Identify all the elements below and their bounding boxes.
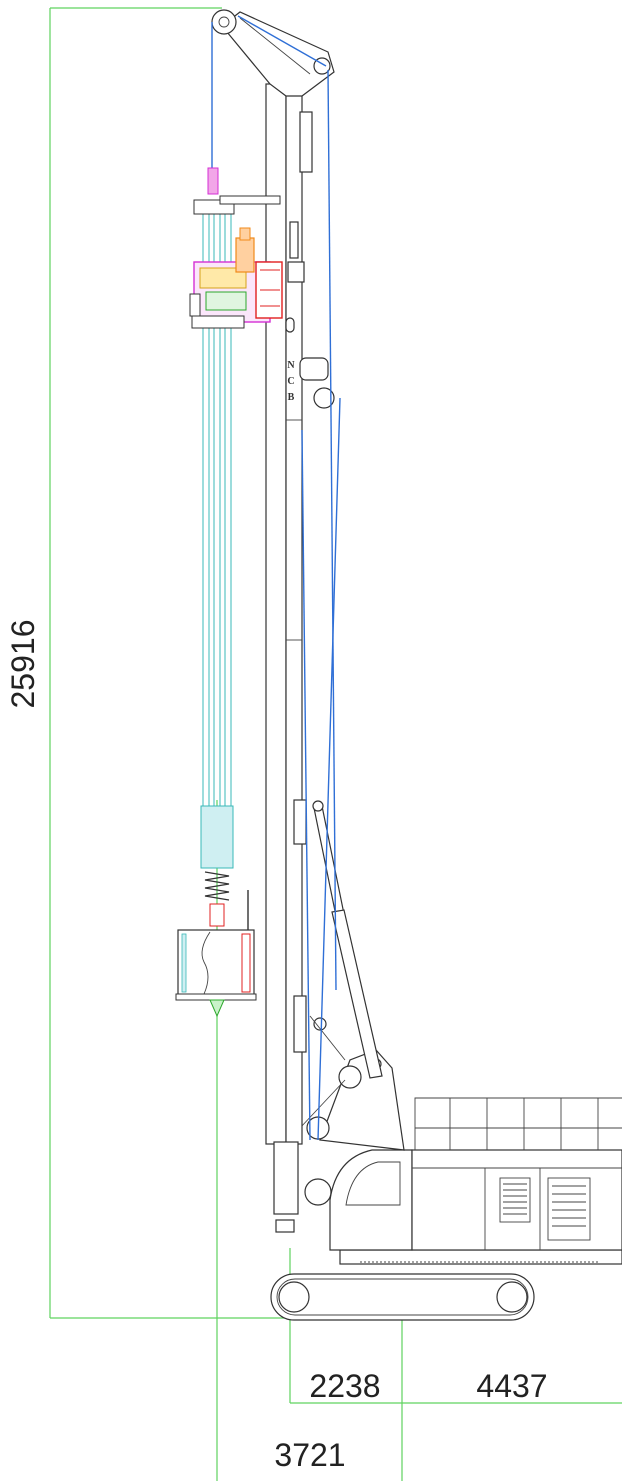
linkage-pin bbox=[338, 1065, 362, 1089]
working-radius-label: 3721 bbox=[274, 1437, 345, 1473]
hydraulic-block bbox=[205, 291, 247, 311]
pilot-bit bbox=[209, 999, 225, 1018]
vent-grille-left bbox=[499, 1177, 531, 1223]
cab-window bbox=[345, 1161, 401, 1206]
cathead-frame bbox=[221, 11, 335, 97]
luffing-pivot bbox=[304, 1178, 332, 1206]
mast: N C B bbox=[265, 83, 335, 1233]
aux-rope bbox=[327, 69, 337, 991]
front-offset-label: 2238 bbox=[309, 1368, 380, 1404]
kelly-guide-arm bbox=[219, 195, 281, 205]
gearbox bbox=[199, 267, 247, 289]
linkage-arm-upper bbox=[309, 1015, 346, 1061]
rotary-head bbox=[189, 227, 283, 329]
mast-head bbox=[211, 9, 335, 97]
cylinder-barrel bbox=[331, 909, 383, 1079]
crowd-sheave bbox=[313, 387, 335, 409]
mast-front-chord bbox=[265, 83, 287, 1145]
cylinder-rod bbox=[313, 805, 345, 917]
mast-bracket bbox=[293, 799, 307, 845]
kelly-box bbox=[200, 805, 234, 869]
total-height-label: 25916 bbox=[5, 620, 41, 709]
motor-cap bbox=[239, 227, 251, 241]
guard-rail-top bbox=[414, 1097, 622, 1150]
luffing-cylinder bbox=[312, 800, 383, 1079]
a-frame bbox=[319, 1049, 405, 1151]
swivel bbox=[207, 167, 219, 195]
upper-hydraulic bbox=[299, 111, 313, 173]
drive-motor bbox=[235, 237, 255, 273]
damper-spring bbox=[204, 871, 230, 901]
rear-length-label: 4437 bbox=[476, 1368, 547, 1404]
linkage-arm bbox=[299, 1079, 346, 1129]
track-inner bbox=[276, 1278, 529, 1316]
drilling-tool bbox=[175, 871, 257, 1018]
bucket-wall-left bbox=[181, 933, 187, 993]
guide-rail bbox=[289, 221, 299, 259]
bucket-bottom bbox=[175, 993, 257, 1001]
mast-bracket bbox=[293, 995, 307, 1053]
vent-grille-right bbox=[547, 1177, 591, 1241]
upper-link-pin bbox=[313, 1017, 327, 1031]
idler-wheel bbox=[278, 1281, 310, 1313]
mast-logo-n: N bbox=[287, 360, 295, 371]
bucket-cutaway bbox=[201, 931, 211, 995]
cables bbox=[211, 15, 341, 1141]
head-rope bbox=[237, 15, 327, 67]
side-guide-left bbox=[189, 293, 201, 317]
crowd-rope-return bbox=[301, 429, 311, 1141]
sprocket-wheel bbox=[496, 1281, 528, 1313]
mast-foot-pad bbox=[275, 1219, 295, 1233]
main-sheave bbox=[211, 9, 237, 35]
mast-logo-c: C bbox=[287, 376, 294, 387]
crowd-rope bbox=[317, 397, 341, 1141]
engine-house bbox=[411, 1149, 622, 1251]
head-base bbox=[191, 315, 245, 329]
bucket-wall-right bbox=[241, 933, 251, 993]
hoist-block bbox=[287, 261, 305, 283]
mast-slot bbox=[285, 317, 295, 333]
winch-drum bbox=[299, 357, 329, 381]
crawler-track bbox=[270, 1273, 535, 1321]
mast-logo-b: B bbox=[288, 392, 295, 403]
main-sheave-hub bbox=[218, 16, 230, 28]
cylinder-top-pin bbox=[312, 800, 324, 812]
upper-carriage bbox=[329, 1097, 622, 1265]
cathead-brace bbox=[239, 17, 311, 75]
mast-foot bbox=[273, 1141, 299, 1215]
track-outline bbox=[270, 1273, 535, 1321]
bucket-connector bbox=[209, 903, 225, 927]
